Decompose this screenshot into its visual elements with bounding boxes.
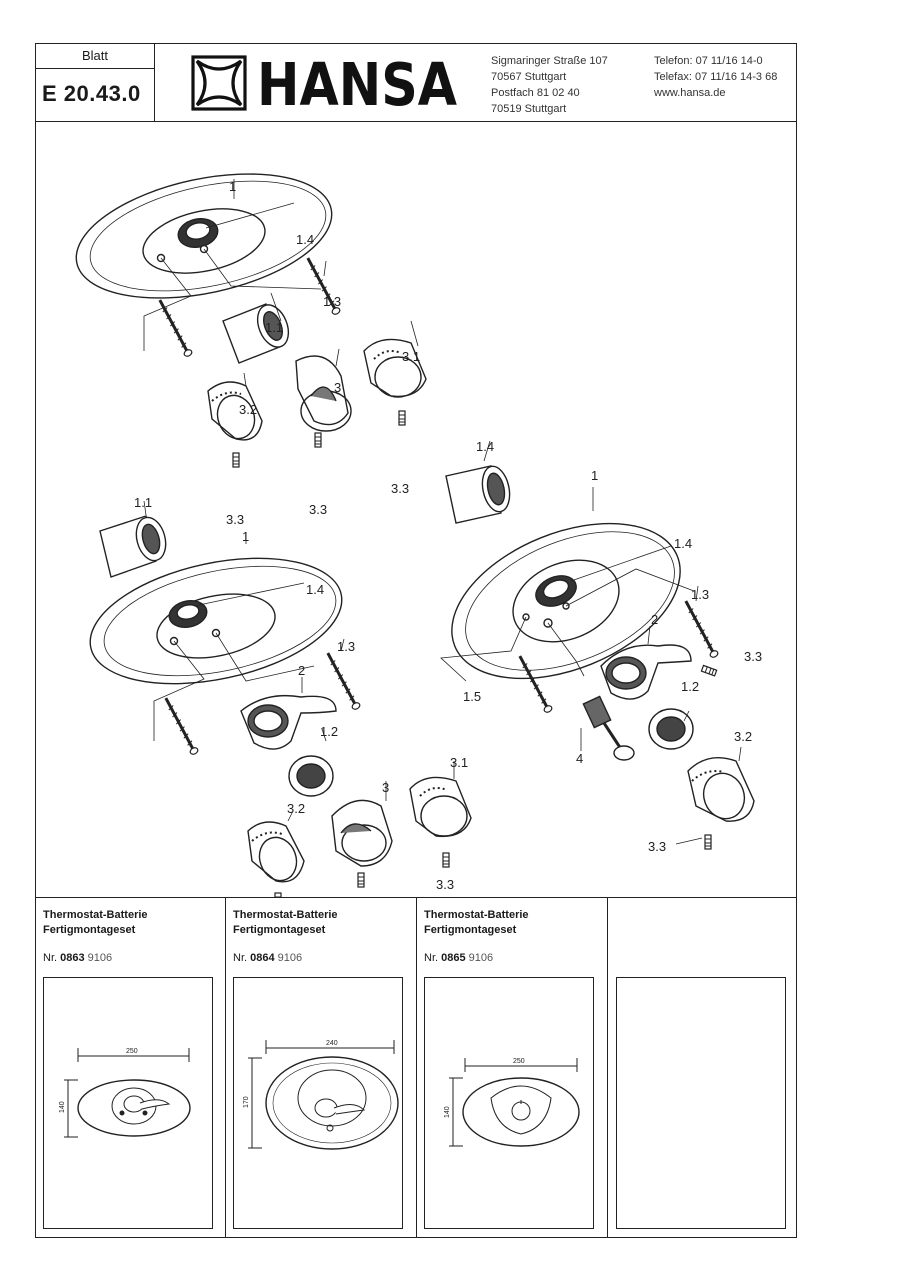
blatt-number: E 20.43.0 bbox=[42, 81, 141, 106]
variant-0865: Thermostat-Batterie Fertigmontageset Nr.… bbox=[416, 897, 607, 1237]
label-3-1: 3.1 bbox=[402, 349, 420, 364]
label-2: 2 bbox=[298, 663, 305, 678]
sheet-number-box: Blatt E 20.43.0 bbox=[36, 44, 155, 121]
rosette-right bbox=[451, 522, 681, 680]
variant-drawing: 250 140 bbox=[43, 977, 213, 1229]
label-1-3: 1.3 bbox=[323, 294, 341, 309]
label-3-3: 3.3 bbox=[391, 481, 409, 496]
label-3-3: 3.3 bbox=[744, 649, 762, 664]
label-3-2: 3.2 bbox=[734, 729, 752, 744]
logo-text: HANSA bbox=[257, 55, 457, 111]
label-1-1: 1.1 bbox=[265, 320, 283, 335]
label-1-4: 1.4 bbox=[674, 536, 692, 551]
blatt-label: Blatt bbox=[36, 48, 154, 69]
label-3-3: 3.3 bbox=[309, 502, 327, 517]
rosette-top bbox=[75, 173, 333, 299]
hansa-logo: HANSA bbox=[191, 55, 457, 111]
variant-subtitle: Fertigmontageset bbox=[424, 924, 517, 936]
cartridge-4 bbox=[582, 695, 635, 761]
hansa-emblem-icon bbox=[191, 55, 247, 111]
label-1-5: 1.5 bbox=[463, 689, 481, 704]
variant-0863: Thermostat-Batterie Fertigmontageset Nr.… bbox=[36, 897, 225, 1237]
label-1-3: 1.3 bbox=[691, 587, 709, 602]
sleeve-1-4-right bbox=[445, 465, 511, 524]
label-1-4: 1.4 bbox=[306, 582, 324, 597]
website-link[interactable]: www.hansa.de bbox=[654, 87, 726, 99]
knob-3-2-right bbox=[687, 757, 755, 822]
variant-title: Thermostat-Batterie bbox=[233, 909, 338, 921]
label-1-2: 1.2 bbox=[320, 724, 338, 739]
dim-width: 250 bbox=[126, 1048, 138, 1055]
label-4: 4 bbox=[576, 751, 583, 766]
dim-width: 240 bbox=[326, 1040, 338, 1047]
exploded-drawing: 1 1.4 1.3 1.1 3.1 3 3.2 1.4 3.3 1 1.1 3.… bbox=[36, 121, 796, 898]
label-1: 1 bbox=[591, 468, 598, 483]
nut-1-2-right bbox=[648, 708, 694, 750]
datasheet: Blatt E 20.43.0 HANSA Sigmaringer Straße… bbox=[35, 43, 797, 1238]
label-1: 1 bbox=[229, 179, 236, 194]
variant-title: Thermostat-Batterie bbox=[424, 909, 529, 921]
label-1-1: 1.1 bbox=[134, 495, 152, 510]
variant-subtitle: Fertigmontageset bbox=[43, 924, 136, 936]
knob-3-1-left bbox=[409, 776, 472, 838]
label-1-4: 1.4 bbox=[296, 232, 314, 247]
knob-3-2-left bbox=[247, 821, 305, 883]
address-line: Postfach 81 02 40 bbox=[491, 87, 580, 99]
rosette-left bbox=[89, 557, 343, 685]
dim-height: 140 bbox=[59, 1101, 66, 1113]
label-3: 3 bbox=[382, 780, 389, 795]
label-1: 1 bbox=[242, 529, 249, 544]
label-3: 3 bbox=[334, 380, 341, 395]
variant-drawing-empty bbox=[616, 977, 786, 1229]
knob-3-2-top bbox=[207, 381, 263, 441]
contact-block: Telefon: 07 11/16 14-0 Telefax: 07 11/16… bbox=[654, 53, 777, 101]
nut-1-2-left bbox=[288, 755, 334, 797]
thermostat-knob-3-top bbox=[295, 355, 352, 432]
sleeve-1-1-left bbox=[99, 515, 167, 578]
product-variants: Thermostat-Batterie Fertigmontageset Nr.… bbox=[36, 897, 796, 1237]
header: Blatt E 20.43.0 HANSA Sigmaringer Straße… bbox=[36, 44, 796, 122]
dim-height: 170 bbox=[243, 1096, 250, 1108]
label-3-3: 3.3 bbox=[436, 877, 454, 892]
address-block: Sigmaringer Straße 107 70567 Stuttgart P… bbox=[491, 53, 608, 117]
variant-drawing: 250 140 bbox=[424, 977, 594, 1229]
sleeve-1-1-top bbox=[222, 303, 290, 364]
address-line: Sigmaringer Straße 107 bbox=[491, 55, 608, 67]
label-3-1: 3.1 bbox=[450, 755, 468, 770]
variant-number: Nr. 0865 9106 bbox=[424, 952, 494, 964]
variant-empty bbox=[607, 897, 796, 1237]
thermostat-knob-3-left bbox=[331, 799, 393, 867]
label-3-2: 3.2 bbox=[239, 402, 257, 417]
knob-3-1-top bbox=[363, 338, 427, 398]
exploded-parts-svg: 1 1.4 1.3 1.1 3.1 3 3.2 1.4 3.3 1 1.1 3.… bbox=[75, 173, 762, 897]
phone: Telefon: 07 11/16 14-0 bbox=[654, 55, 763, 67]
label-1-2: 1.2 bbox=[681, 679, 699, 694]
variant-number: Nr. 0863 9106 bbox=[43, 952, 113, 964]
lever-2-right bbox=[600, 644, 692, 700]
label-1-3: 1.3 bbox=[337, 639, 355, 654]
address-line: 70519 Stuttgart bbox=[491, 103, 567, 115]
dim-height: 140 bbox=[444, 1106, 451, 1118]
label-3-3: 3.3 bbox=[226, 512, 244, 527]
variant-title: Thermostat-Batterie bbox=[43, 909, 148, 921]
label-2: 2 bbox=[651, 612, 658, 627]
variant-0864: Thermostat-Batterie Fertigmontageset Nr.… bbox=[225, 897, 416, 1237]
lever-2-left bbox=[240, 694, 337, 750]
label-1-4: 1.4 bbox=[476, 439, 494, 454]
variant-number: Nr. 0864 9106 bbox=[233, 952, 303, 964]
variant-subtitle: Fertigmontageset bbox=[233, 924, 326, 936]
label-3-2: 3.2 bbox=[287, 801, 305, 816]
label-3-3: 3.3 bbox=[648, 839, 666, 854]
dim-width: 250 bbox=[513, 1058, 525, 1065]
fax: Telefax: 07 11/16 14-3 68 bbox=[654, 71, 778, 83]
variant-drawing: 240 170 bbox=[233, 977, 403, 1229]
address-line: 70567 Stuttgart bbox=[491, 71, 567, 83]
